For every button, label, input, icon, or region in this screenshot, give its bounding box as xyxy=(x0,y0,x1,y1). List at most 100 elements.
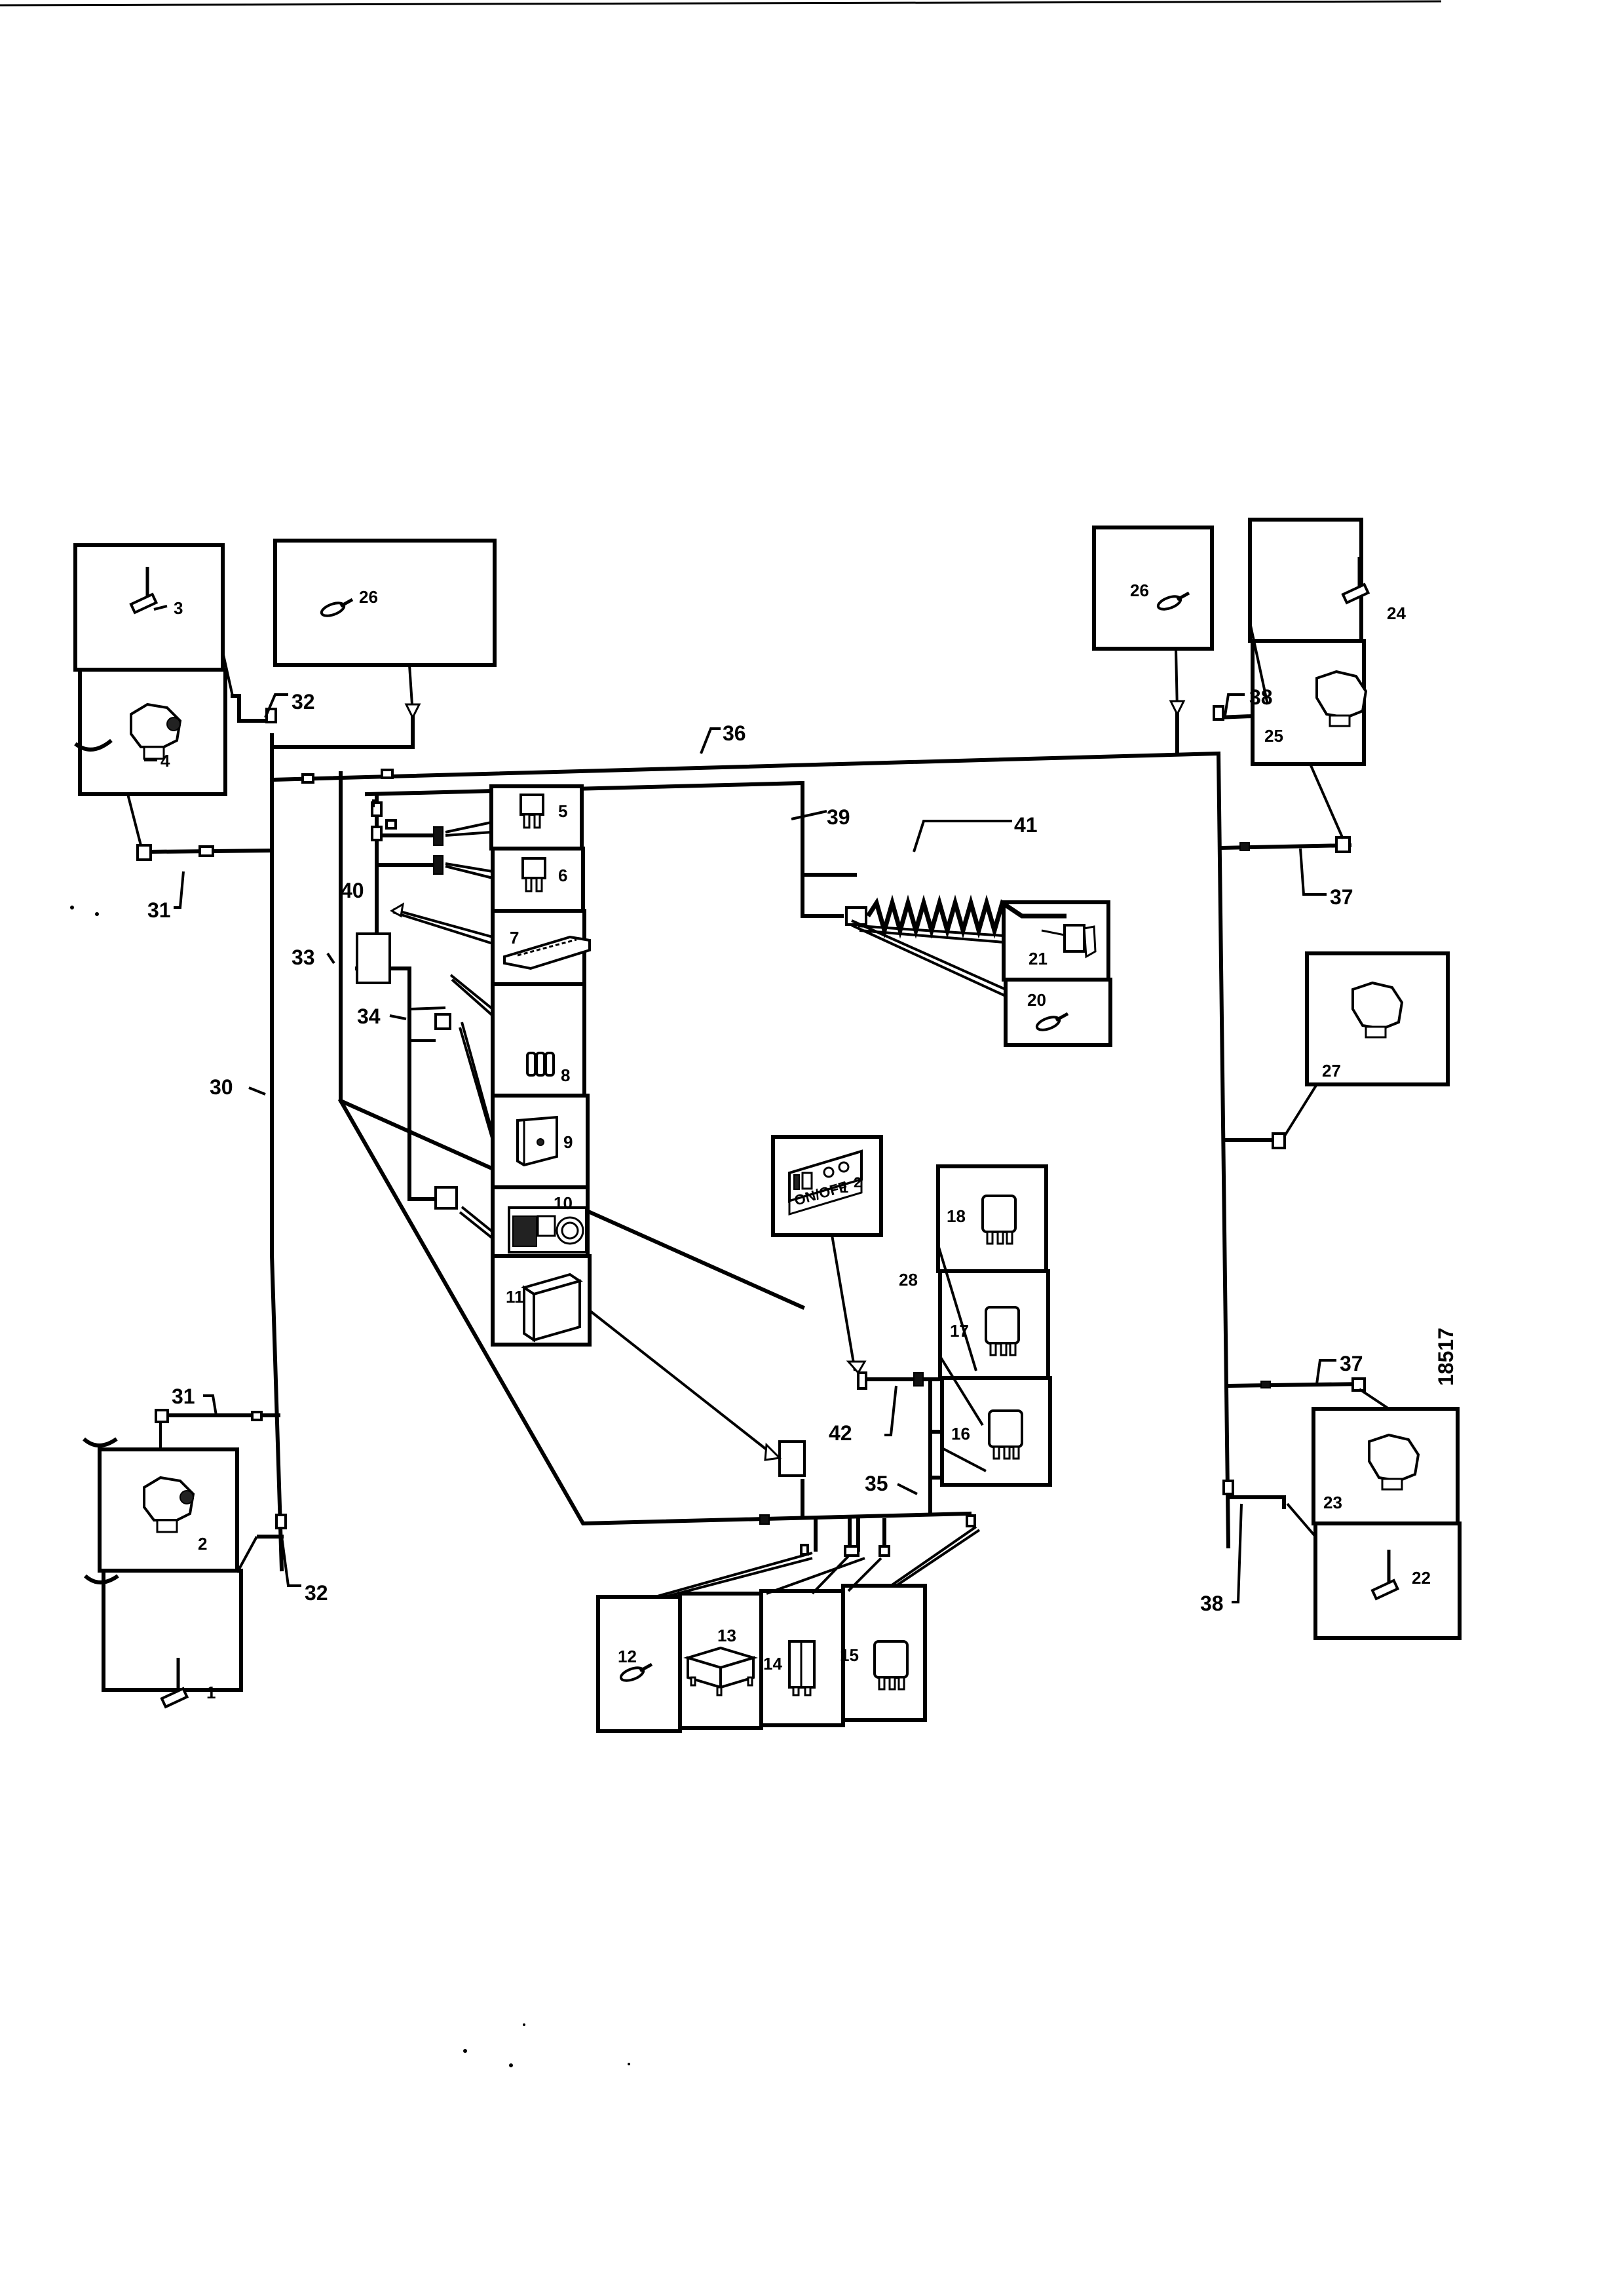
component-boxes xyxy=(73,518,1462,1733)
leader-39 xyxy=(791,810,827,820)
cable-terminal-icon xyxy=(619,1662,653,1682)
leader-37b xyxy=(1315,1359,1336,1385)
relay-icon xyxy=(981,1195,1017,1245)
feed-28 xyxy=(831,1234,856,1371)
box-component-26-right xyxy=(1092,526,1214,651)
label-30: 30 xyxy=(210,1075,233,1099)
label-1: 1 xyxy=(206,1683,216,1702)
label-32-top: 32 xyxy=(292,690,315,714)
label-36: 36 xyxy=(723,721,746,745)
main-harness xyxy=(145,694,1365,1572)
relay-icon xyxy=(988,1409,1023,1460)
modulator-valve-icon xyxy=(1368,1433,1420,1491)
connector xyxy=(1351,1377,1366,1392)
feed-8 xyxy=(449,974,494,1010)
instrument-panel-icon xyxy=(508,1206,588,1253)
scan-specks xyxy=(70,906,630,2067)
connector xyxy=(275,1514,287,1529)
feed-10 xyxy=(461,1206,494,1233)
feed-24 xyxy=(1249,622,1269,705)
label-23: 23 xyxy=(1323,1493,1342,1512)
leader-35 xyxy=(897,1483,918,1495)
leader-3 xyxy=(153,605,168,611)
label-26-left: 26 xyxy=(359,587,378,607)
connector xyxy=(198,845,214,857)
feed-27 xyxy=(1283,1083,1318,1138)
leader-33 xyxy=(326,952,335,965)
wheel-arch-mark xyxy=(83,1574,119,1584)
cable-terminal-icon xyxy=(1156,591,1190,611)
label-37-top: 37 xyxy=(1330,885,1353,909)
part-illustrations xyxy=(74,557,1420,1709)
leader-38b xyxy=(1232,1503,1243,1603)
feed-16 xyxy=(941,1447,987,1472)
connector xyxy=(913,1372,924,1387)
battery-junction-box xyxy=(778,1440,806,1477)
feed-15 xyxy=(890,1525,977,1587)
label-6: 6 xyxy=(558,866,567,885)
switch-panel-icon xyxy=(788,1149,863,1216)
connector xyxy=(857,1371,867,1390)
box-component-3 xyxy=(73,543,225,672)
label-9: 9 xyxy=(563,1132,573,1152)
modulator-valve-icon xyxy=(1315,670,1368,727)
leader-37a xyxy=(1299,848,1327,896)
leader-31b xyxy=(203,1394,217,1416)
feed-23 xyxy=(1358,1388,1390,1410)
fuse-box-icon xyxy=(503,935,591,970)
feed-7b xyxy=(392,911,493,945)
connector-block-icon xyxy=(526,1052,555,1077)
harness-38-bottom xyxy=(1226,1495,1286,1509)
sensor-icon xyxy=(1341,557,1370,605)
box-feeds xyxy=(126,622,1390,1598)
connector xyxy=(155,1409,169,1423)
leader-32a xyxy=(264,693,288,718)
coil-cable-41 xyxy=(866,894,1067,939)
panel-28-pos1: 1 xyxy=(840,1179,848,1196)
feed-6b xyxy=(445,865,493,879)
label-27: 27 xyxy=(1322,1061,1341,1081)
feed-13 xyxy=(811,1555,850,1595)
label-2: 2 xyxy=(198,1534,207,1554)
label-39: 39 xyxy=(827,805,850,829)
feed-8b xyxy=(451,978,494,1017)
feed-14 xyxy=(766,1557,865,1595)
feed-25 xyxy=(1309,763,1344,839)
control-unit-icon xyxy=(516,1115,558,1167)
connector xyxy=(1213,705,1224,721)
label-41: 41 xyxy=(1014,813,1038,837)
feed-12b xyxy=(664,1557,813,1598)
fuse-icon xyxy=(519,794,544,829)
connector xyxy=(371,826,383,841)
label-16: 16 xyxy=(951,1424,970,1444)
connector xyxy=(251,1411,263,1421)
connector xyxy=(433,826,444,846)
label-10: 10 xyxy=(554,1193,573,1213)
feed-17 xyxy=(939,1355,984,1426)
label-33: 33 xyxy=(292,946,315,969)
box-component-8 xyxy=(491,982,586,1098)
label-22: 22 xyxy=(1412,1568,1431,1588)
label-12: 12 xyxy=(618,1647,637,1666)
arrow-11 xyxy=(764,1442,782,1461)
leader-30 xyxy=(248,1086,266,1096)
sensor-icon xyxy=(129,567,159,615)
label-28: 28 xyxy=(899,1270,918,1290)
connector xyxy=(301,773,314,784)
feed-10b xyxy=(459,1211,494,1240)
label-15: 15 xyxy=(840,1645,859,1665)
feed-3 xyxy=(221,651,234,697)
arrow-26-left xyxy=(404,703,421,720)
feed-5 xyxy=(445,821,492,833)
label-5: 5 xyxy=(558,801,567,821)
harness-right-trunk xyxy=(1216,751,1231,1549)
wheel-arch-mark xyxy=(74,738,113,752)
label-31-top: 31 xyxy=(147,898,171,922)
relay-icon xyxy=(788,1640,816,1696)
label-24: 24 xyxy=(1387,603,1406,623)
label-21: 21 xyxy=(1029,949,1048,968)
label-26-right: 26 xyxy=(1130,581,1149,600)
connector xyxy=(1335,836,1351,853)
connector xyxy=(759,1514,770,1525)
leader-42 xyxy=(884,1385,897,1436)
